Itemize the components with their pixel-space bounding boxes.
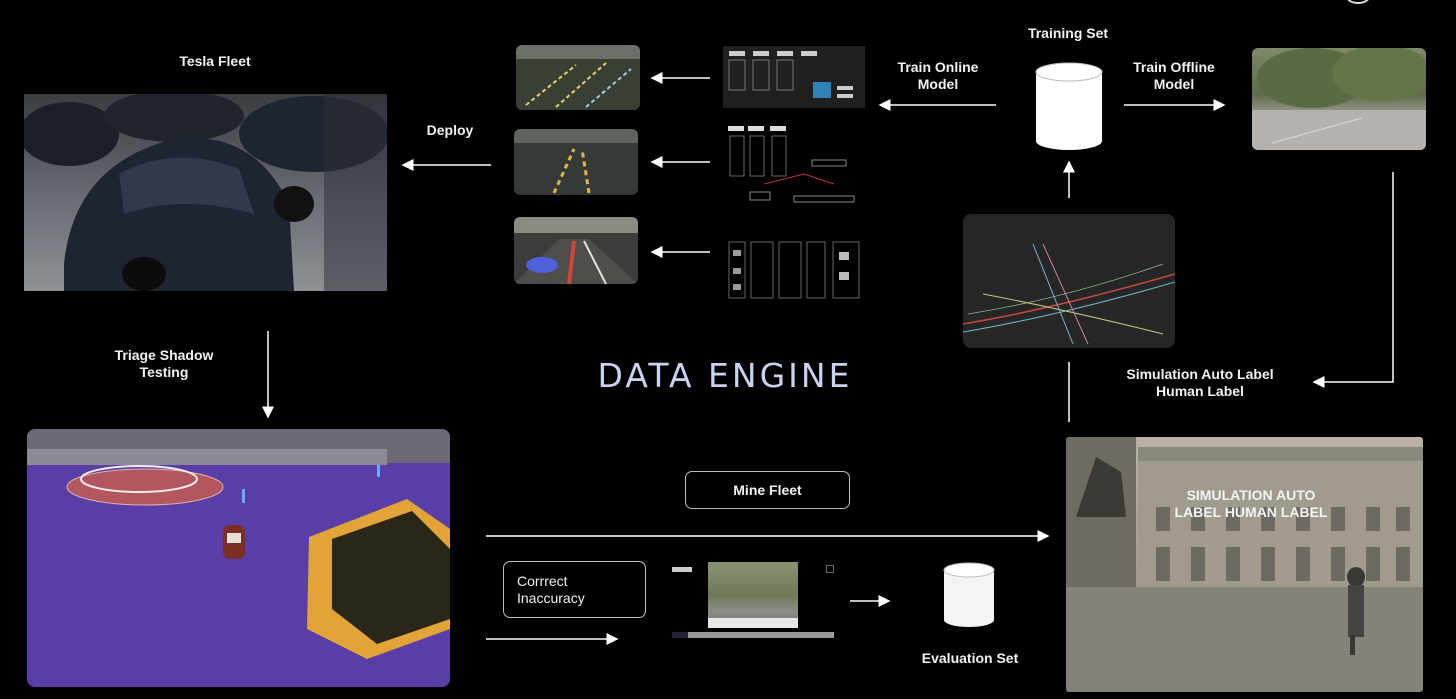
triage-simulation-image <box>27 429 450 687</box>
correct-inaccuracy-box: Corrrect Inaccuracy <box>503 561 646 618</box>
network-diagram-1 <box>723 46 865 108</box>
tesla-fleet-image <box>24 94 387 291</box>
street-photo <box>1252 48 1426 150</box>
simulation-photo: SIMULATION AUTO LABEL HUMAN LABEL <box>1066 437 1423 692</box>
training-set-label: Training Set <box>1027 25 1109 41</box>
deploy-label: Deploy <box>426 122 474 138</box>
viz-thumbnail-2 <box>514 129 638 195</box>
triage-label: Triage Shadow Testing <box>114 347 214 380</box>
auto-label-view <box>963 214 1175 348</box>
simulation-overlay-text: SIMULATION AUTO LABEL HUMAN LABEL <box>1174 487 1328 520</box>
tesla-fleet-label: Tesla Fleet <box>179 53 251 69</box>
correct-inaccuracy-label: Corrrect Inaccuracy <box>517 573 585 606</box>
mine-fleet-box: Mine Fleet <box>685 471 850 509</box>
simulation-label: Simulation Auto Label Human Label <box>1126 366 1274 399</box>
road-video-frame <box>708 562 798 628</box>
evaluation-set-label: Evaluation Set <box>921 650 1019 666</box>
mine-fleet-label: Mine Fleet <box>733 482 802 498</box>
viz-thumbnail-1 <box>516 45 640 110</box>
train-online-label: Train Online Model <box>897 59 979 92</box>
evaluation-screen <box>672 562 836 640</box>
evaluation-set-database-icon <box>943 562 995 627</box>
diagram-title: DATA ENGINE <box>597 356 853 395</box>
network-diagram-2 <box>724 124 864 218</box>
viz-thumbnail-3 <box>514 217 638 284</box>
train-offline-label: Train Offline Model <box>1133 59 1215 92</box>
training-set-database-icon <box>1035 62 1103 150</box>
logo-mark <box>1343 0 1373 4</box>
network-diagram-3 <box>725 238 865 302</box>
